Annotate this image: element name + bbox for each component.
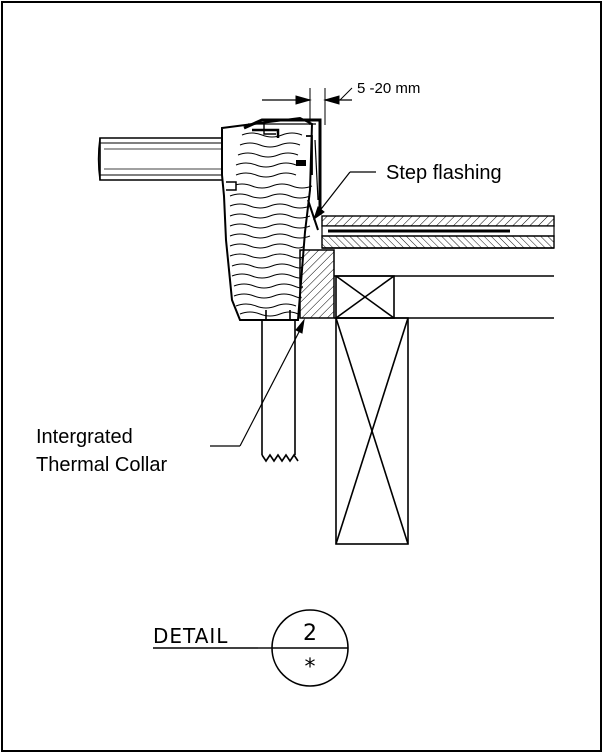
dimension-gap — [262, 87, 353, 125]
collar-label-line1: Intergrated — [36, 426, 133, 448]
frame-cap-flashing — [243, 118, 322, 231]
roof-beam — [334, 275, 554, 319]
lower-frame-leg — [261, 310, 299, 463]
dimension-label: 5 -20 mm — [357, 80, 420, 97]
detail-label: DETAIL — [153, 624, 228, 648]
timber-frame — [221, 116, 314, 321]
detail-number: 2 — [303, 621, 317, 646]
step-flashing-leader — [313, 171, 376, 221]
collar-label-line2: Thermal Collar — [36, 454, 167, 476]
thermal-collar-leader — [210, 318, 305, 447]
roof-buildup — [321, 215, 555, 249]
support-post — [335, 317, 409, 545]
detail-title: DETAIL 2 * — [153, 609, 349, 687]
detail-sheet-ref: * — [305, 655, 316, 680]
step-flashing-label: Step flashing — [386, 162, 502, 184]
upstand-timber — [299, 249, 335, 319]
